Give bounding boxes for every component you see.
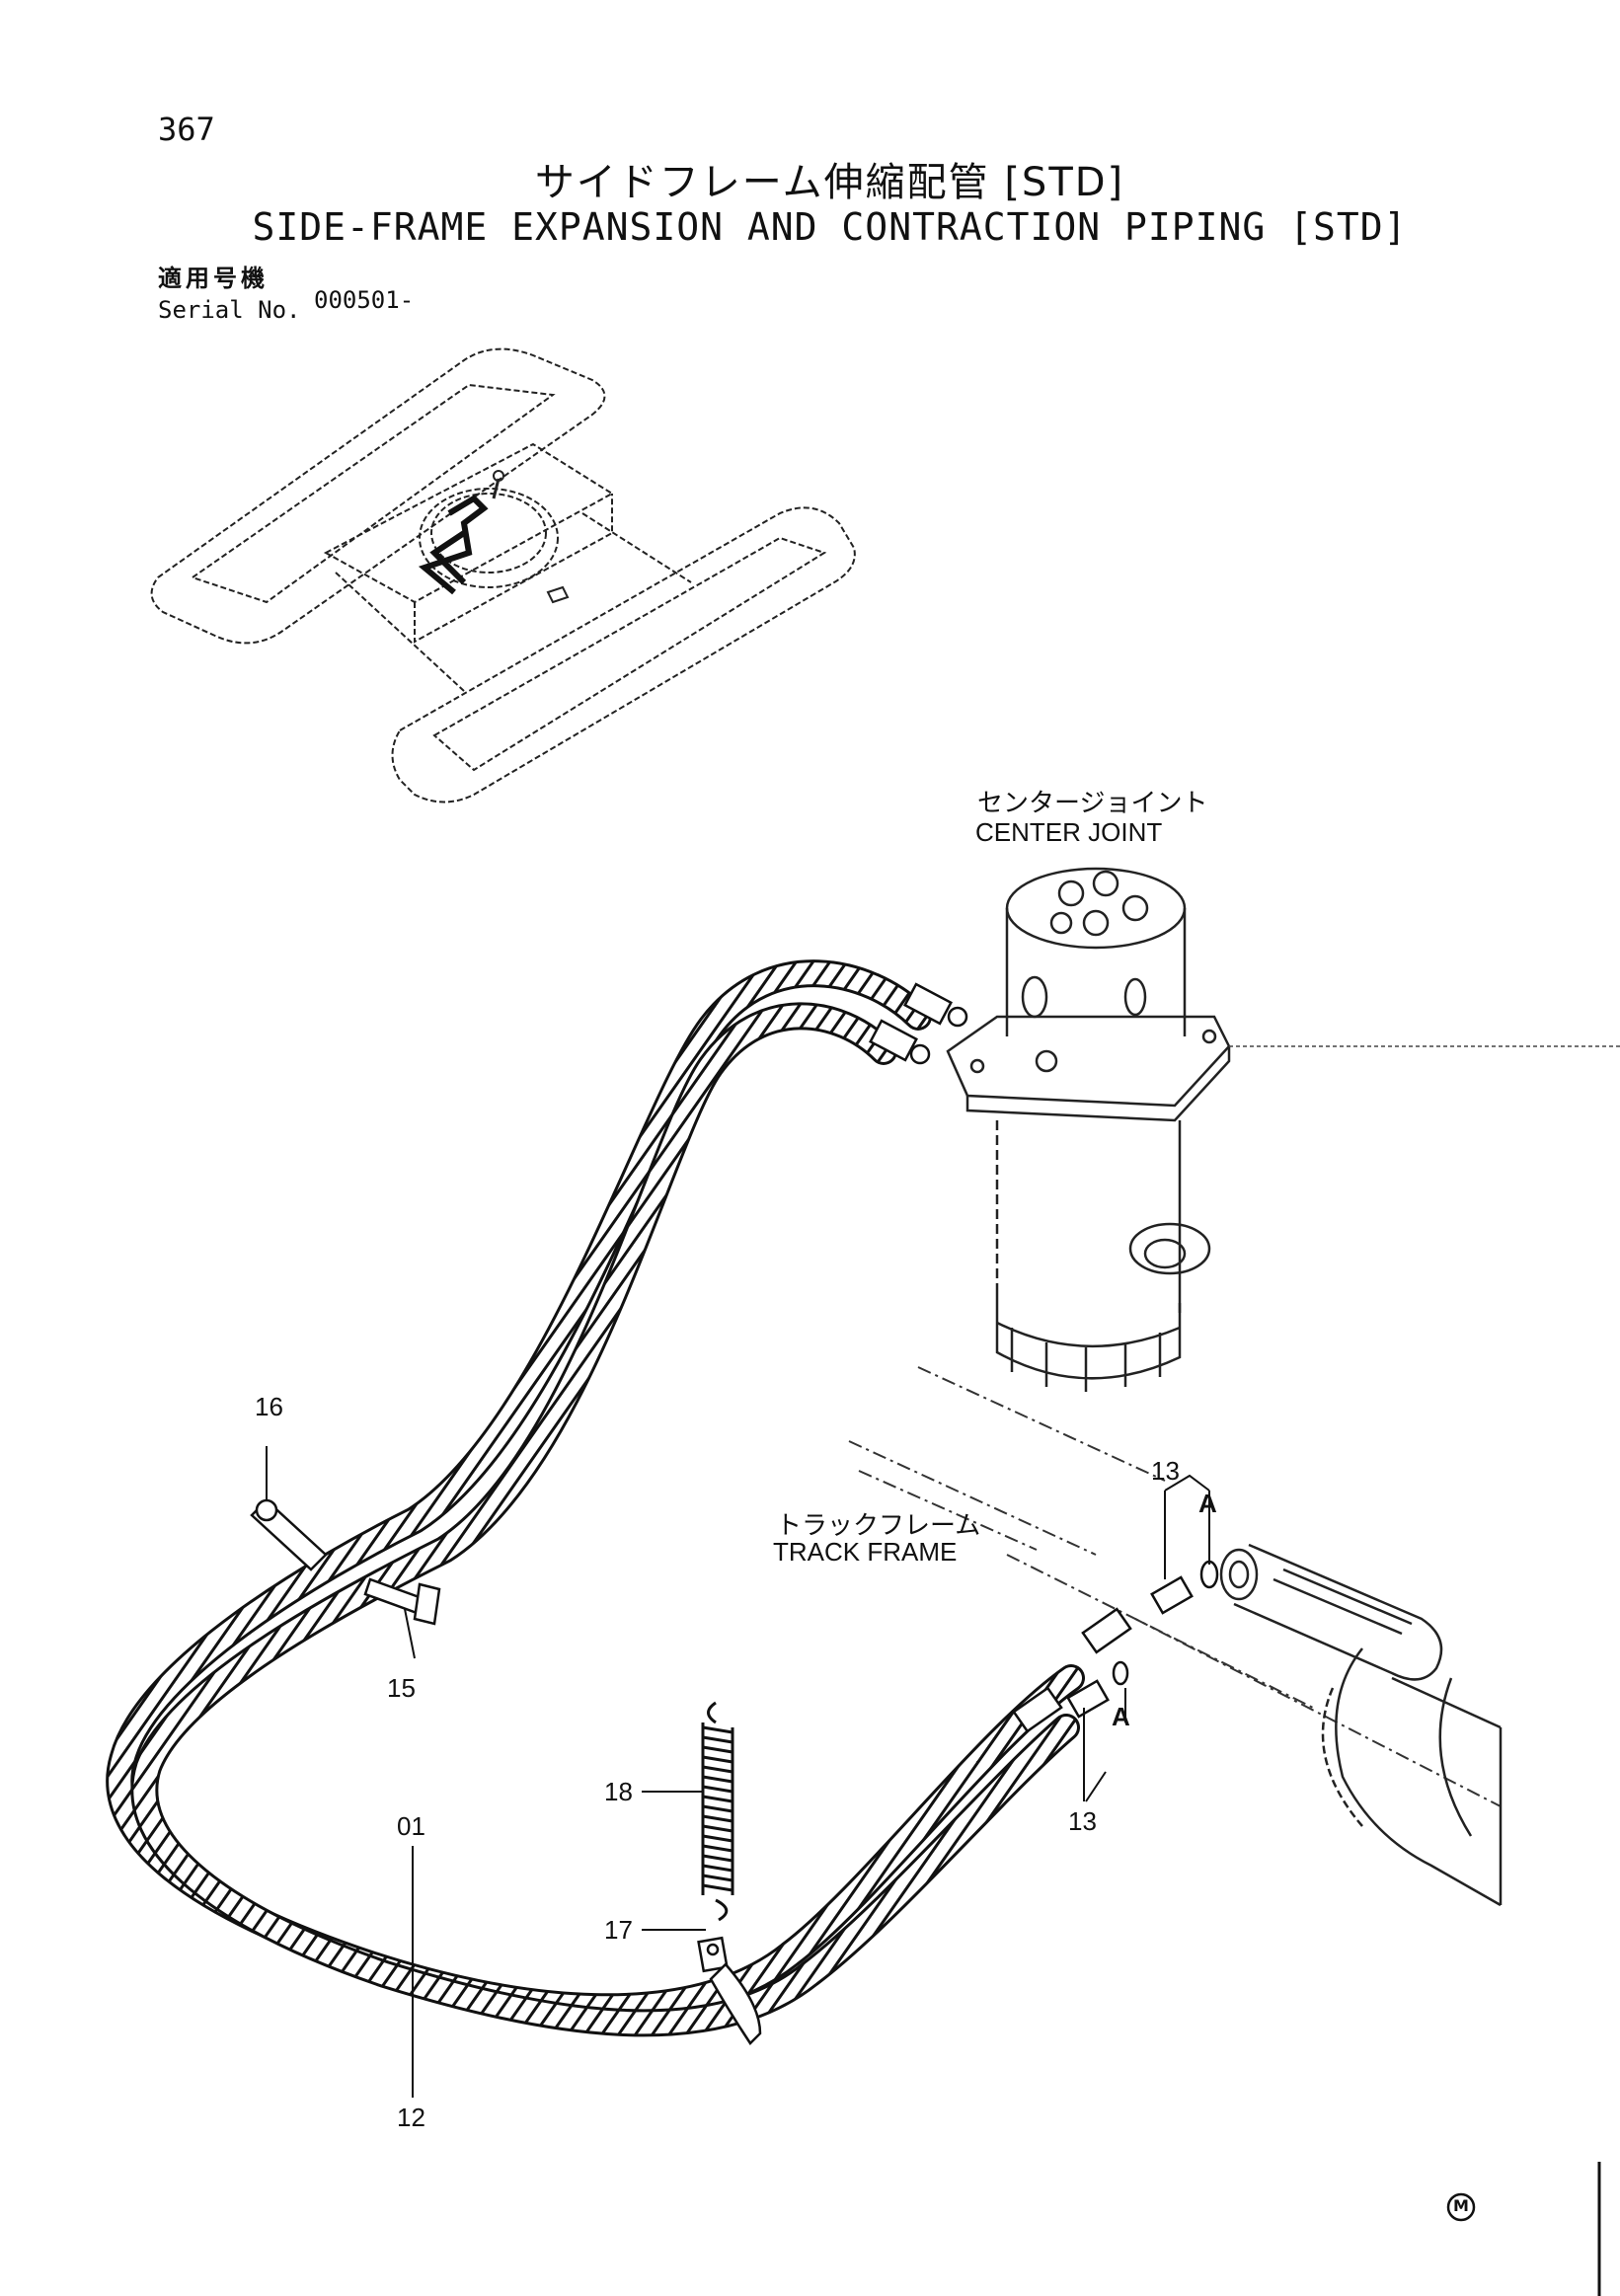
center-joint-label-en: CENTER JOINT: [975, 817, 1163, 847]
callout-18: 18: [604, 1777, 633, 1806]
track-frame-label-en: TRACK FRAME: [773, 1537, 958, 1567]
footer-mark: M: [1453, 2196, 1469, 2215]
callout-15: 15: [387, 1673, 416, 1703]
callout-a-top: A: [1198, 1489, 1217, 1518]
serial-number-value: 000501-: [314, 286, 415, 314]
serial-label-japanese: 適用号機: [158, 265, 269, 292]
serial-label-english: Serial No.: [158, 296, 301, 324]
overview-hose-highlight: [418, 495, 489, 595]
adapters: [1066, 1560, 1219, 1719]
leader-lines: [266, 1446, 1210, 2098]
hose-assembly: [106, 959, 1085, 2037]
hose-fittings: [869, 982, 1132, 1733]
hose-clamp-16: [250, 1498, 328, 1571]
callout-13-top: 13: [1151, 1456, 1180, 1486]
track-frame-label-jp: トラックフレーム: [776, 1510, 981, 1540]
footer-mark-circle: [1446, 2192, 1476, 2222]
callout-16: 16: [255, 1392, 283, 1421]
side-frame-cylinder: [1219, 1543, 1503, 1907]
bolt-15: [363, 1577, 441, 1626]
callout-01: 01: [397, 1811, 425, 1841]
callout-13-bottom: 13: [1068, 1806, 1097, 1836]
spring-18: [701, 1701, 734, 1922]
callout-a-bottom: A: [1112, 1702, 1130, 1731]
title-english: SIDE-FRAME EXPANSION AND CONTRACTION PIP…: [252, 205, 1408, 249]
callout-12: 12: [397, 2103, 425, 2132]
title-japanese: サイドフレーム伸縮配管 [STD]: [534, 160, 1125, 205]
page-number: 367: [158, 111, 215, 148]
center-joint: [946, 867, 1231, 1392]
callout-17: 17: [604, 1915, 633, 1945]
track-frame-lines: [848, 1366, 1502, 1807]
center-joint-label-jp: センタージョイント: [977, 788, 1208, 817]
hose-clamp-17: [697, 1936, 762, 2045]
undercarriage-overview: [150, 347, 856, 804]
